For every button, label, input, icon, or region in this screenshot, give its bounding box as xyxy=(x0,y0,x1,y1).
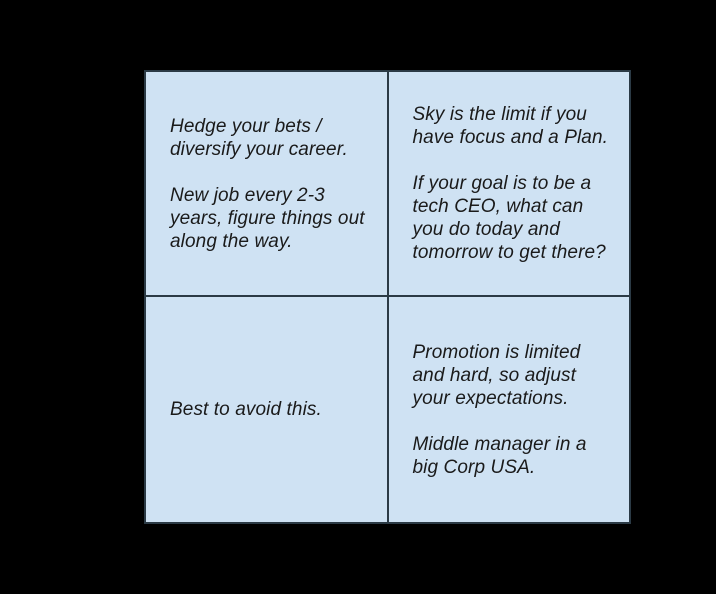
quadrant-top-right-paragraph-2: If your goal is to be a tech CEO, what c… xyxy=(412,173,606,263)
two-by-two-matrix: Hedge your bets / diversify your career.… xyxy=(144,70,631,524)
quadrant-bottom-left-paragraph-1: Best to avoid this. xyxy=(170,399,322,420)
quadrant-bottom-right-paragraph-1: Promotion is limited and hard, so adjust… xyxy=(412,341,581,409)
quadrant-top-right-paragraph-1: Sky is the limit if you have focus and a… xyxy=(412,104,609,148)
quadrant-top-left-paragraph-1: Hedge your bets / diversify your career. xyxy=(170,115,348,160)
quadrant-bottom-left: Best to avoid this. xyxy=(146,297,387,522)
quadrant-top-right: Sky is the limit if you have focus and a… xyxy=(388,72,629,295)
quadrant-top-left: Hedge your bets / diversify your career.… xyxy=(146,72,387,295)
quadrant-top-left-paragraph-2: New job every 2-3 years, figure things o… xyxy=(170,184,365,252)
quadrant-bottom-right: Promotion is limited and hard, so adjust… xyxy=(388,297,629,522)
quadrant-bottom-right-paragraph-2: Middle manager in a big Corp USA. xyxy=(412,433,587,478)
